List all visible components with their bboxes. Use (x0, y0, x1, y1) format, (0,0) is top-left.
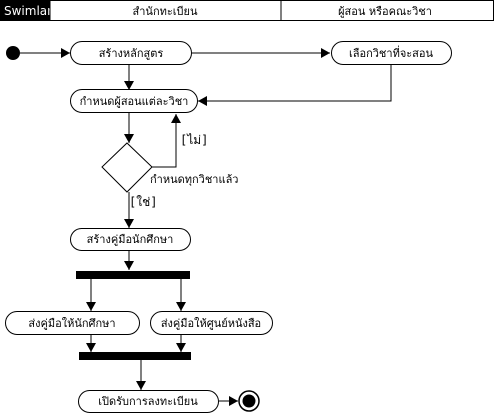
action-send-bookcenter-box (150, 311, 273, 335)
join-bar (79, 352, 191, 360)
lane-instructor-label: ผู้สอน หรือคณะวิชา (338, 5, 432, 18)
action-open-registration-label: เปิดรับการลงทะเบียน (98, 395, 198, 408)
guard-no-label: [ไม่] (180, 133, 208, 147)
fork-bar (76, 271, 190, 279)
final-node-core (242, 394, 256, 408)
initial-node (6, 46, 20, 60)
action-select-course-box (331, 41, 452, 65)
decision-all-assigned-label: กำหนดทุกวิชาแล้ว (150, 173, 239, 186)
action-create-manual-box (70, 228, 191, 251)
lane-registrar-label: สำนักทะเบียน (133, 5, 198, 18)
edges (20, 48, 392, 406)
guard-yes-label: [ใช่] (129, 195, 157, 209)
edge-decision-no (152, 114, 181, 168)
action-send-students-label: ส่งคู่มือให้นักศึกษา (28, 317, 115, 330)
final-node (238, 390, 260, 412)
decision-diamond (101, 142, 153, 193)
action-assign-instructor: กำหนดผู้สอนแต่ละวิชา (70, 89, 198, 113)
action-send-students-box (5, 311, 140, 335)
action-create-curriculum-box (70, 41, 192, 65)
decision-all-assigned: กำหนดทุกวิชาแล้ว [ไม่] [ใช่] (101, 133, 239, 209)
swimlane-title: Swimlane (4, 4, 62, 18)
action-create-curriculum-label: สร้างหลักสูตร (99, 47, 164, 60)
action-assign-instructor-box (70, 89, 198, 113)
action-create-manual-label: สร้างคู่มือนักศึกษา (87, 233, 174, 246)
action-send-bookcenter-label: ส่งคู่มือให้ศูนย์หนังสือ (161, 317, 261, 330)
action-send-bookcenter: ส่งคู่มือให้ศูนย์หนังสือ (150, 311, 273, 335)
action-create-manual: สร้างคู่มือนักศึกษา (70, 228, 191, 251)
action-assign-instructor-label: กำหนดผู้สอนแต่ละวิชา (80, 95, 189, 108)
action-send-students: ส่งคู่มือให้นักศึกษา (5, 311, 140, 335)
action-select-course: เลือกวิชาที่จะสอน (331, 41, 452, 65)
action-open-registration-box (78, 390, 219, 413)
swimlane-header-frame (0, 0, 494, 21)
action-open-registration: เปิดรับการลงทะเบียน (78, 390, 219, 413)
swimlane-header: Swimlane สำนักทะเบียน ผู้สอน หรือคณะวิชา (0, 0, 494, 21)
action-select-course-label: เลือกวิชาที่จะสอน (349, 45, 434, 60)
swimlane-title-background (1, 1, 50, 20)
edge-select-course-to-assign (198, 65, 392, 106)
action-create-curriculum: สร้างหลักสูตร (70, 41, 192, 65)
